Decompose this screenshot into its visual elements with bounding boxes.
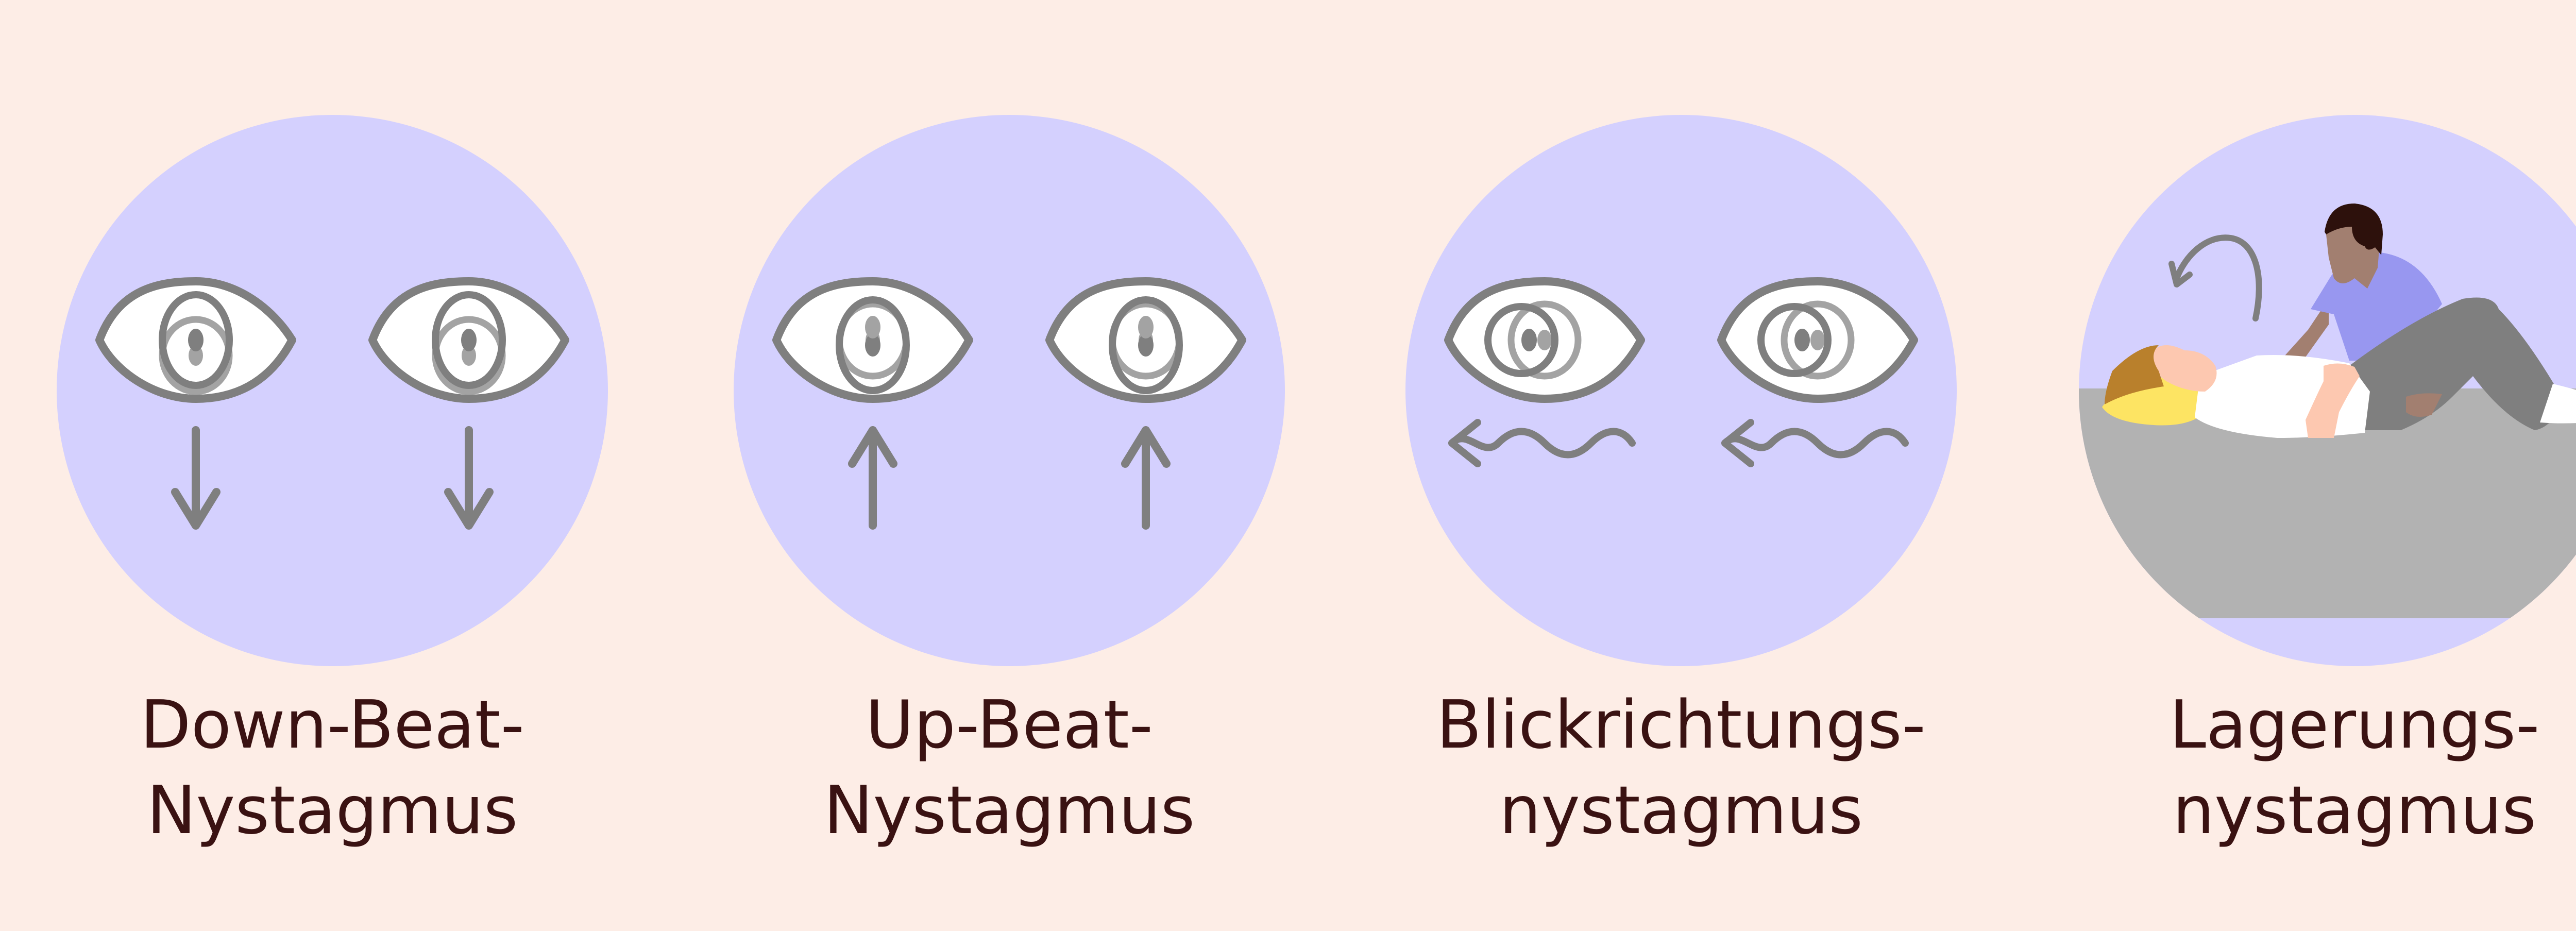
rotate-arrow-icon	[2174, 234, 2262, 321]
iris	[836, 296, 910, 394]
pupil	[1521, 329, 1537, 351]
eye-icon	[1045, 277, 1246, 403]
label-line-2: Nystagmus	[823, 772, 1195, 849]
examiner-arm	[2285, 299, 2329, 361]
iris	[1484, 303, 1558, 377]
iris	[432, 291, 506, 389]
eye-icon	[1717, 277, 1918, 403]
wavy-arrow-left-icon	[1721, 419, 1909, 467]
label-lagerung: Lagerungs- nystagmus	[2071, 683, 2576, 854]
scene	[2079, 204, 2576, 618]
arrow-down-icon	[444, 426, 494, 530]
examiner-hand	[2406, 393, 2442, 417]
eye-icon	[368, 277, 569, 403]
arrow-up-icon	[848, 426, 897, 530]
pupil	[461, 329, 477, 351]
arrow-stroke	[1121, 426, 1171, 530]
pupil	[188, 329, 204, 351]
label-line-2: Nystagmus	[146, 772, 518, 849]
arrow-stroke	[444, 426, 494, 530]
label-line-1: Lagerungs-	[2169, 687, 2540, 764]
patient-positioning-illustration	[2079, 115, 2576, 666]
eye-icon	[95, 277, 296, 403]
eye-icon	[772, 277, 973, 403]
eyes-looking-up-arrow-icon	[734, 115, 1285, 666]
patient-hair	[2105, 345, 2164, 404]
arrow-up-icon	[1121, 426, 1171, 530]
ghost-pupil	[865, 316, 880, 338]
arrow-down-icon	[171, 426, 221, 530]
pupil	[865, 334, 880, 357]
ghost-pupil	[1138, 316, 1154, 338]
iris	[1109, 296, 1183, 394]
wave	[1721, 428, 1909, 459]
rotate-arrow-head	[2168, 261, 2193, 287]
ghost-iris	[1781, 300, 1855, 380]
examiner-sock	[2540, 384, 2576, 424]
eyes-looking-down-arrow-icon	[57, 115, 608, 666]
bed	[2079, 388, 2576, 618]
examiner-hair	[2325, 204, 2383, 255]
label-line-1: Blickrichtungs-	[1436, 687, 1926, 764]
wave	[1448, 428, 1636, 459]
background-circle	[1405, 115, 1957, 666]
iris	[159, 291, 233, 389]
background-circle	[57, 115, 608, 666]
ghost-pupil	[462, 345, 476, 366]
label-line-1: Up-Beat-	[866, 687, 1153, 764]
arrow-head	[1721, 419, 1754, 467]
background-circle	[734, 115, 1285, 666]
arrow-head	[1448, 419, 1481, 467]
patient-arm	[2306, 363, 2360, 438]
ghost-pupil	[1537, 330, 1552, 350]
arrow-stroke	[171, 426, 221, 530]
eyes-looking-left-wavy-arrow-icon	[1405, 115, 1957, 666]
patient-head	[2153, 345, 2217, 392]
label-line-1: Down-Beat-	[140, 687, 524, 764]
label-blickrichtung: Blickrichtungs- nystagmus	[1398, 683, 1964, 854]
iris	[1757, 303, 1832, 377]
label-line-2: nystagmus	[2173, 772, 2536, 849]
label-up-beat: Up-Beat- Nystagmus	[726, 683, 1293, 854]
label-line-2: nystagmus	[1499, 772, 1863, 849]
pupil	[1138, 334, 1154, 357]
ghost-iris	[1507, 300, 1582, 380]
wavy-arrow-left-icon	[1448, 419, 1636, 467]
ghost-pupil	[189, 345, 203, 366]
pupil	[1794, 329, 1810, 351]
label-down-beat: Down-Beat- Nystagmus	[49, 683, 616, 854]
eye-icon	[1444, 277, 1645, 403]
examiner-pants	[2349, 297, 2561, 430]
ghost-pupil	[1810, 330, 1825, 350]
arrow-stroke	[848, 426, 897, 530]
